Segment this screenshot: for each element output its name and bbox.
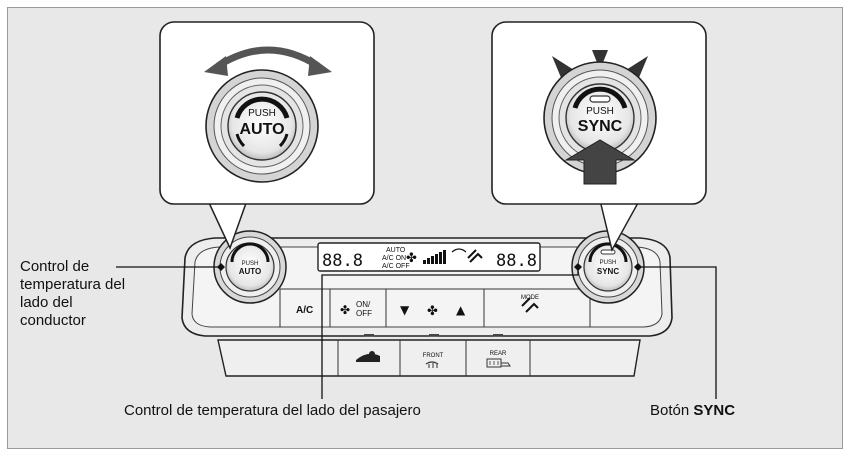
- fan-on-off-icon: ✤: [340, 303, 350, 317]
- seat-airflow-icon: [467, 249, 483, 263]
- front-button[interactable]: FRONT: [423, 353, 444, 359]
- recirculation-icon: [356, 351, 380, 362]
- knob-right-sync-label: SYNC: [597, 267, 619, 276]
- knob-left-auto-label: AUTO: [239, 267, 262, 276]
- left-zoom-bubble: [159, 21, 375, 205]
- driver-temp-knob[interactable]: [213, 230, 287, 304]
- fan-on-label[interactable]: ON/: [356, 300, 371, 309]
- front-defrost-icon: [425, 361, 439, 368]
- display-left-temp: 88.8: [322, 251, 363, 271]
- zoom-left-push-label: PUSH: [248, 108, 276, 119]
- fan-speed-bars: [423, 250, 446, 264]
- mode-icon: [521, 297, 539, 313]
- rotate-arrow-icon: [204, 46, 332, 76]
- display-auto: AUTO: [386, 247, 406, 254]
- svg-text:✤: ✤: [406, 251, 417, 266]
- press-ray-icon: [592, 50, 608, 70]
- sync-callout-bold: SYNC: [693, 402, 736, 419]
- mode-button[interactable]: MODE: [521, 295, 539, 301]
- passenger-temp-callout: Control de temperatura del lado del pasa…: [124, 402, 421, 419]
- zoom-right-push-label: PUSH: [586, 106, 614, 117]
- lcd-display: [317, 242, 541, 272]
- push-arrow-icon: [564, 139, 636, 185]
- fan-icon: ✤: [406, 251, 417, 266]
- right-zoom-bubble: [491, 21, 707, 205]
- fan-speed-icon: ✤: [427, 304, 438, 319]
- fan-down-arrow-icon[interactable]: ▼: [400, 303, 410, 317]
- passenger-temp-knob[interactable]: [571, 230, 645, 304]
- lower-button-strip: [217, 339, 641, 377]
- control-panel: ✤ ▼ ✤ ▲ ✤: [181, 237, 673, 377]
- sync-button-callout: Botón SYNC: [650, 402, 735, 420]
- driver-temp-callout: Control de temperatura del lado del cond…: [20, 258, 126, 329]
- fan-off-label[interactable]: OFF: [356, 309, 372, 318]
- leader-dots: [217, 263, 642, 271]
- fan-up-arrow-icon[interactable]: ▲: [456, 303, 466, 317]
- zoom-right-sync-label: SYNC: [578, 118, 623, 135]
- zoom-left-auto-label: AUTO: [239, 121, 284, 138]
- display-right-temp: 88.8: [496, 251, 537, 271]
- ac-button[interactable]: A/C: [296, 305, 313, 316]
- rear-defrost-icon: [486, 358, 511, 368]
- knob-right-push-label: PUSH: [600, 260, 617, 266]
- sync-callout-prefix: Botón: [650, 402, 694, 419]
- display-ac-on: A/C ON: [382, 255, 406, 262]
- windshield-icon: [451, 248, 467, 253]
- knob-left-push-label: PUSH: [242, 261, 259, 267]
- rear-button[interactable]: REAR: [490, 351, 507, 357]
- panel-inner: [191, 246, 663, 328]
- display-ac-off: A/C OFF: [382, 263, 410, 270]
